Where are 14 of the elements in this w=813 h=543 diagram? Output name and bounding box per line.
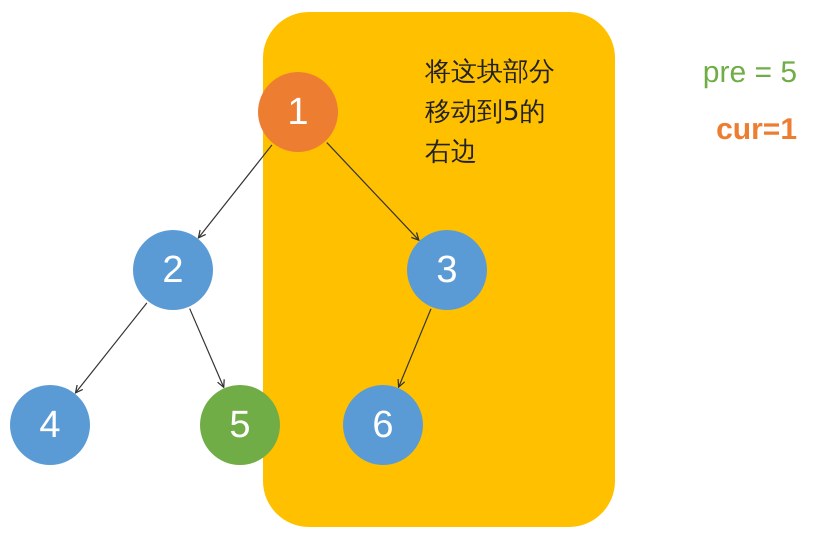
- arrow: [74, 302, 148, 394]
- tree-node-circle: 4: [10, 385, 90, 465]
- variable-label: pre = 5: [702, 56, 797, 90]
- tree-node-circle: 3: [407, 230, 487, 310]
- arrow: [397, 308, 432, 388]
- tree-node-circle: 6: [343, 385, 423, 465]
- tree-node-circle: 5: [200, 385, 280, 465]
- arrow: [326, 142, 420, 241]
- arrow: [198, 144, 272, 238]
- highlight-region: [263, 12, 615, 527]
- tree-node-circle: 2: [133, 230, 213, 310]
- arrow: [189, 308, 225, 388]
- note-text: 将这块部分移动到5的右边: [425, 56, 556, 169]
- variable-label: cur=1: [716, 113, 797, 147]
